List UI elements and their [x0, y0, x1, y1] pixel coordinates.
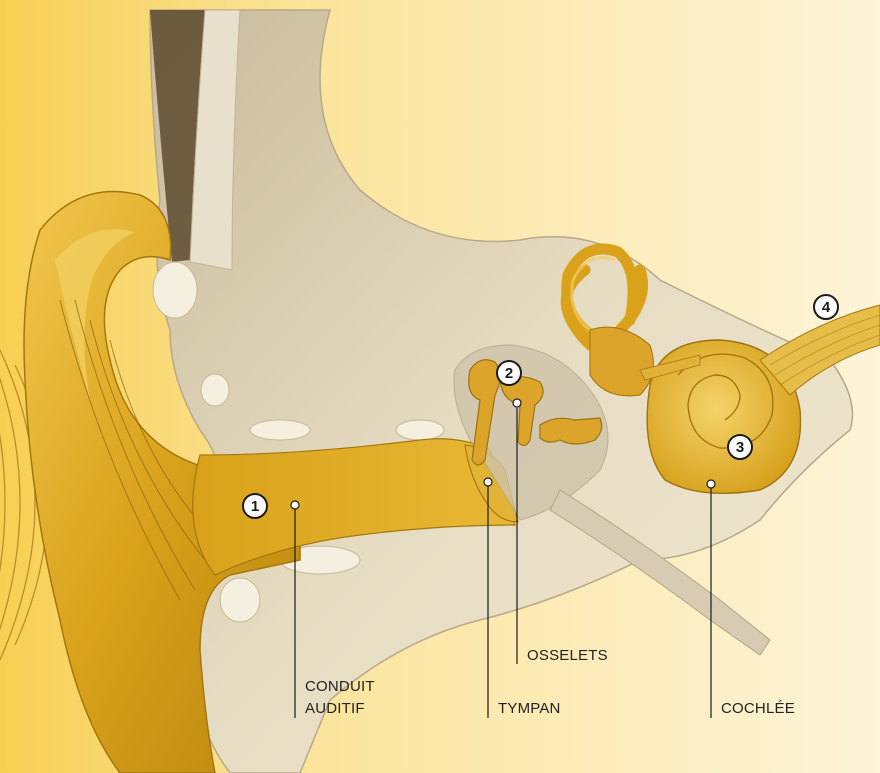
label-osselets: OSSELETS: [527, 647, 608, 665]
badge-number-1: 1: [251, 498, 259, 515]
badge-nerve: 4: [813, 294, 839, 320]
label-auditif: AUDITIF: [305, 700, 365, 718]
label-conduit: CONDUIT: [305, 678, 375, 696]
label-tympan: TYMPAN: [498, 700, 561, 718]
label-cochlee: COCHLÉE: [721, 700, 795, 718]
badge-number-3: 3: [736, 439, 744, 456]
badge-number-2: 2: [505, 365, 513, 382]
badge-conduit-auditif: 1: [242, 493, 268, 519]
badge-cochlee: 3: [727, 434, 753, 460]
badge-number-4: 4: [822, 299, 830, 316]
badge-osselets: 2: [496, 360, 522, 386]
